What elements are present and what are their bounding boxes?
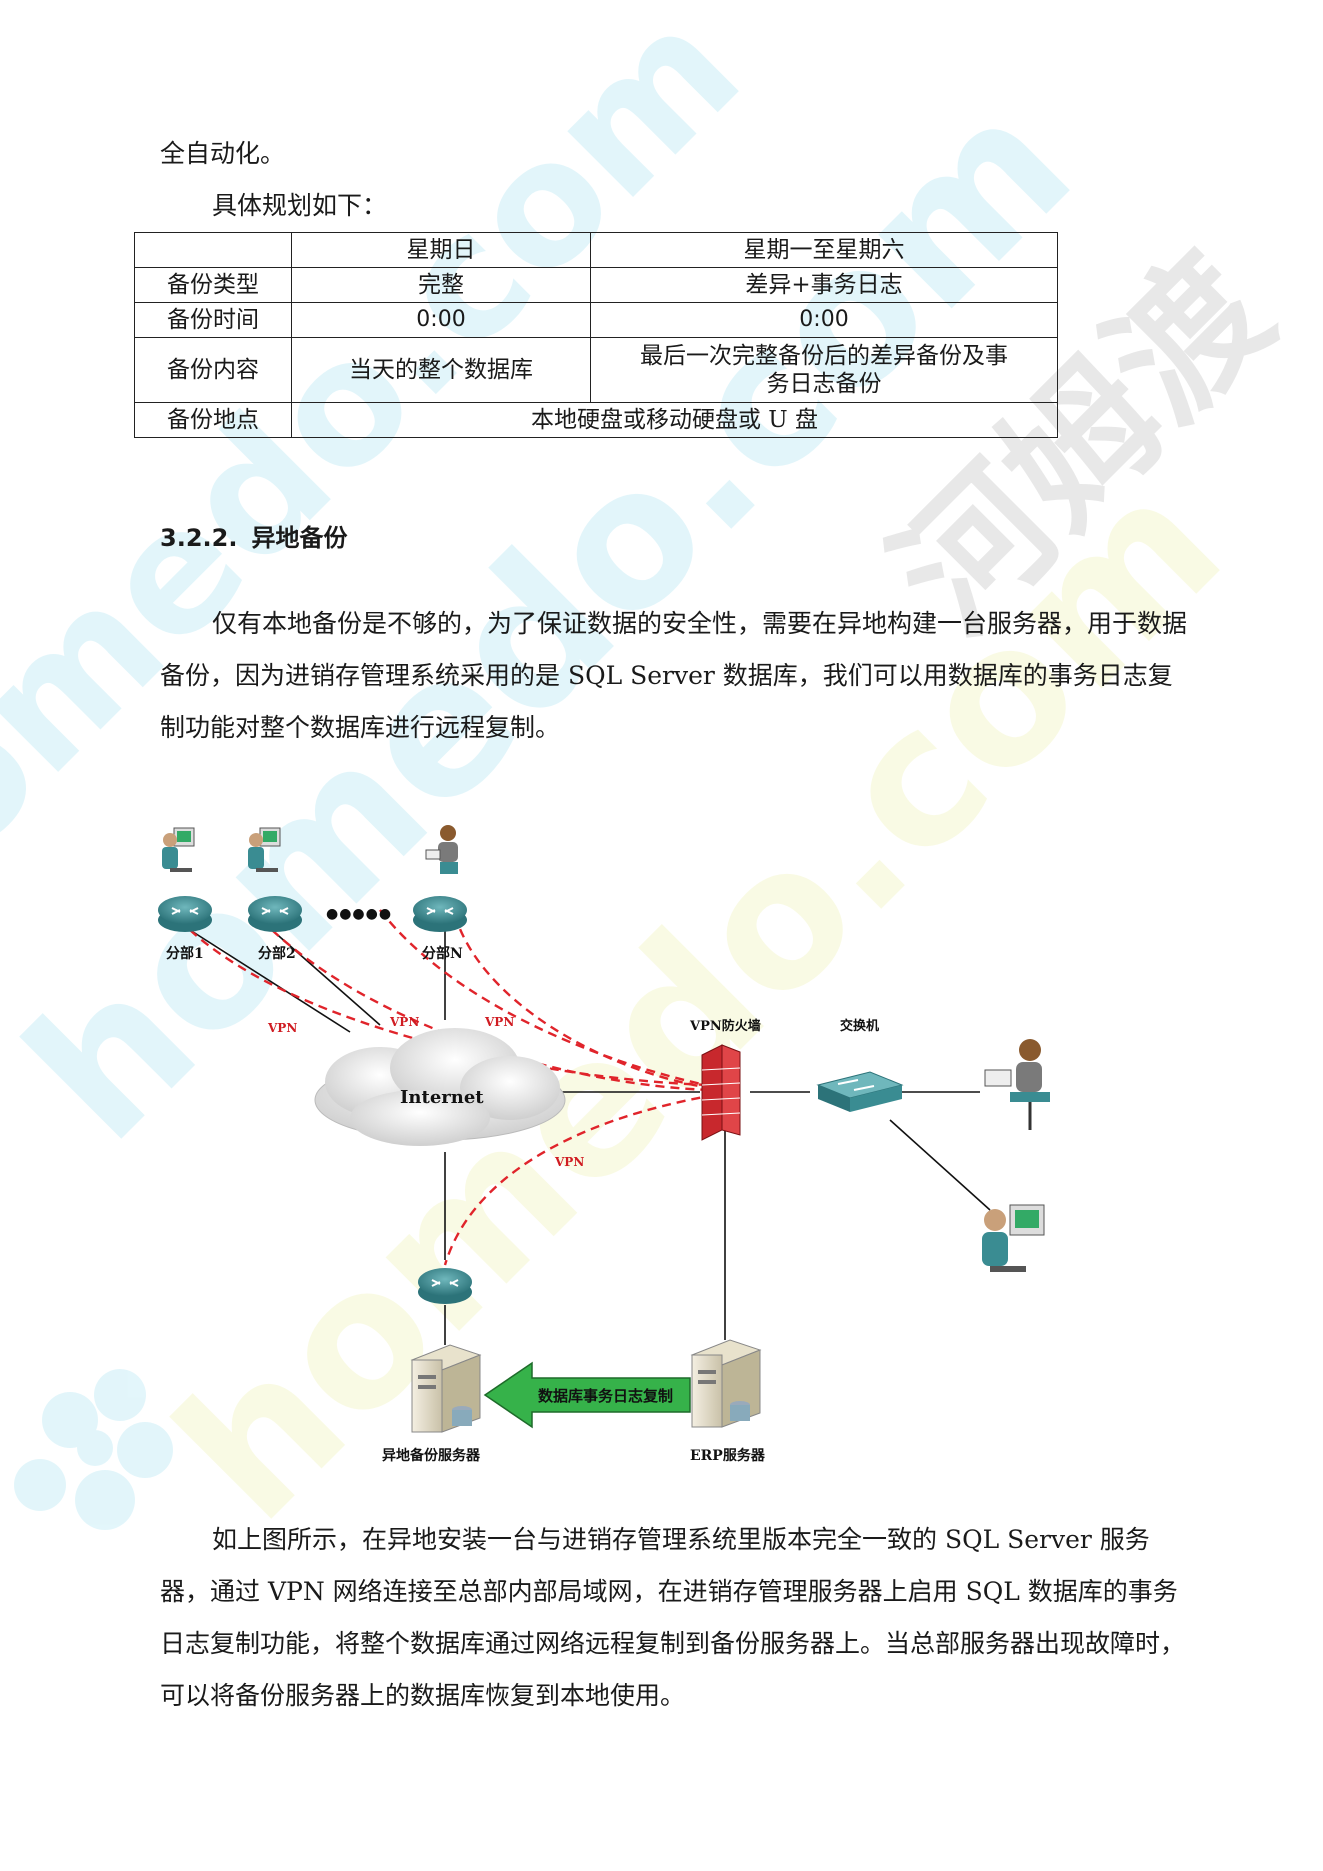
branch-1-label: 分部1 bbox=[166, 945, 204, 962]
server-icon bbox=[410, 1344, 482, 1433]
cell-type-sunday: 完整 bbox=[291, 267, 591, 303]
replication-arrow-icon bbox=[483, 1361, 691, 1429]
backup-plan-table: 星期日 星期一至星期六 备份类型 完整 差异+事务日志 备份时间 0:00 0:… bbox=[134, 232, 1058, 438]
network-diagram: VPN VPN VPN VPN Internet bbox=[158, 825, 1050, 1464]
cell-type-weekdays: 差异+事务日志 bbox=[590, 267, 1058, 303]
cell-time-sunday: 0:00 bbox=[291, 302, 591, 338]
row-label-time: 备份时间 bbox=[134, 302, 292, 338]
server-icon bbox=[690, 1339, 762, 1428]
cell-time-weekdays: 0:00 bbox=[590, 302, 1058, 338]
table-header-empty bbox=[134, 232, 292, 268]
router-icon bbox=[158, 896, 212, 932]
switch-label: 交换机 bbox=[840, 1018, 879, 1034]
branch-ellipsis: ●●●●● bbox=[326, 906, 392, 922]
row-label-location: 备份地点 bbox=[134, 402, 292, 438]
network-links bbox=[189, 929, 991, 1345]
firewall-label: VPN防火墙 bbox=[689, 1018, 761, 1034]
branch-2-label: 分部2 bbox=[258, 945, 296, 962]
vpn-label-3: VPN bbox=[484, 1015, 514, 1029]
row-label-content: 备份内容 bbox=[134, 337, 292, 403]
vpn-tunnels bbox=[189, 909, 716, 1266]
row-label-type: 备份类型 bbox=[134, 267, 292, 303]
router-icon bbox=[248, 896, 302, 932]
user-laptop-icon bbox=[425, 825, 458, 874]
intro-line-2: 具体规划如下： bbox=[212, 191, 388, 220]
table-header-row: 星期日 星期一至星期六 bbox=[134, 232, 1058, 268]
internet-cloud-icon bbox=[314, 1028, 566, 1146]
table-row: 备份内容 当天的整个数据库 最后一次完整备份后的差异备份及事务日志备份 bbox=[134, 337, 1058, 403]
user-workstation-icon bbox=[982, 1204, 1045, 1272]
table-row: 备份地点 本地硬盘或移动硬盘或 U 盘 bbox=[134, 402, 1058, 438]
table-header-sunday: 星期日 bbox=[291, 232, 591, 268]
erp-server-label: ERP服务器 bbox=[690, 1447, 766, 1464]
router-icon bbox=[418, 1268, 472, 1304]
replication-label: 数据库事务日志复制 bbox=[538, 1387, 673, 1405]
paragraph-2: 如上图所示，在异地安装一台与进销存管理系统里版本完全一致的 SQL Server… bbox=[160, 1525, 1186, 1710]
firewall-icon bbox=[701, 1044, 741, 1141]
section-number: 3.2.2. bbox=[160, 524, 238, 552]
vpn-label-4: VPN bbox=[554, 1155, 584, 1169]
user-workstation-icon bbox=[162, 827, 195, 872]
vpn-label-1: VPN bbox=[267, 1021, 297, 1035]
vpn-label-2: VPN bbox=[389, 1015, 419, 1029]
cell-location: 本地硬盘或移动硬盘或 U 盘 bbox=[291, 402, 1058, 438]
backup-server-label: 异地备份服务器 bbox=[382, 1447, 481, 1464]
paragraph-1: 仅有本地备份是不够的，为了保证数据的安全性，需要在异地构建一台服务器，用于数据备… bbox=[160, 609, 1188, 742]
router-icon bbox=[413, 896, 467, 932]
table-header-weekdays: 星期一至星期六 bbox=[590, 232, 1058, 268]
branch-n-label: 分部N bbox=[422, 945, 463, 962]
section-title: 异地备份 bbox=[251, 524, 348, 552]
user-workstation-icon bbox=[248, 827, 281, 872]
internet-label: Internet bbox=[400, 1087, 484, 1108]
section-heading: 3.2.2. 异地备份 bbox=[160, 518, 347, 553]
intro-line-1: 全自动化。 bbox=[160, 139, 286, 168]
cell-content-weekdays: 最后一次完整备份后的差异备份及事务日志备份 bbox=[590, 337, 1058, 403]
table-row: 备份类型 完整 差异+事务日志 bbox=[134, 267, 1058, 303]
cell-content-sunday: 当天的整个数据库 bbox=[291, 337, 591, 403]
switch-icon bbox=[816, 1071, 904, 1112]
user-laptop-icon bbox=[984, 1039, 1050, 1130]
table-row: 备份时间 0:00 0:00 bbox=[134, 302, 1058, 338]
